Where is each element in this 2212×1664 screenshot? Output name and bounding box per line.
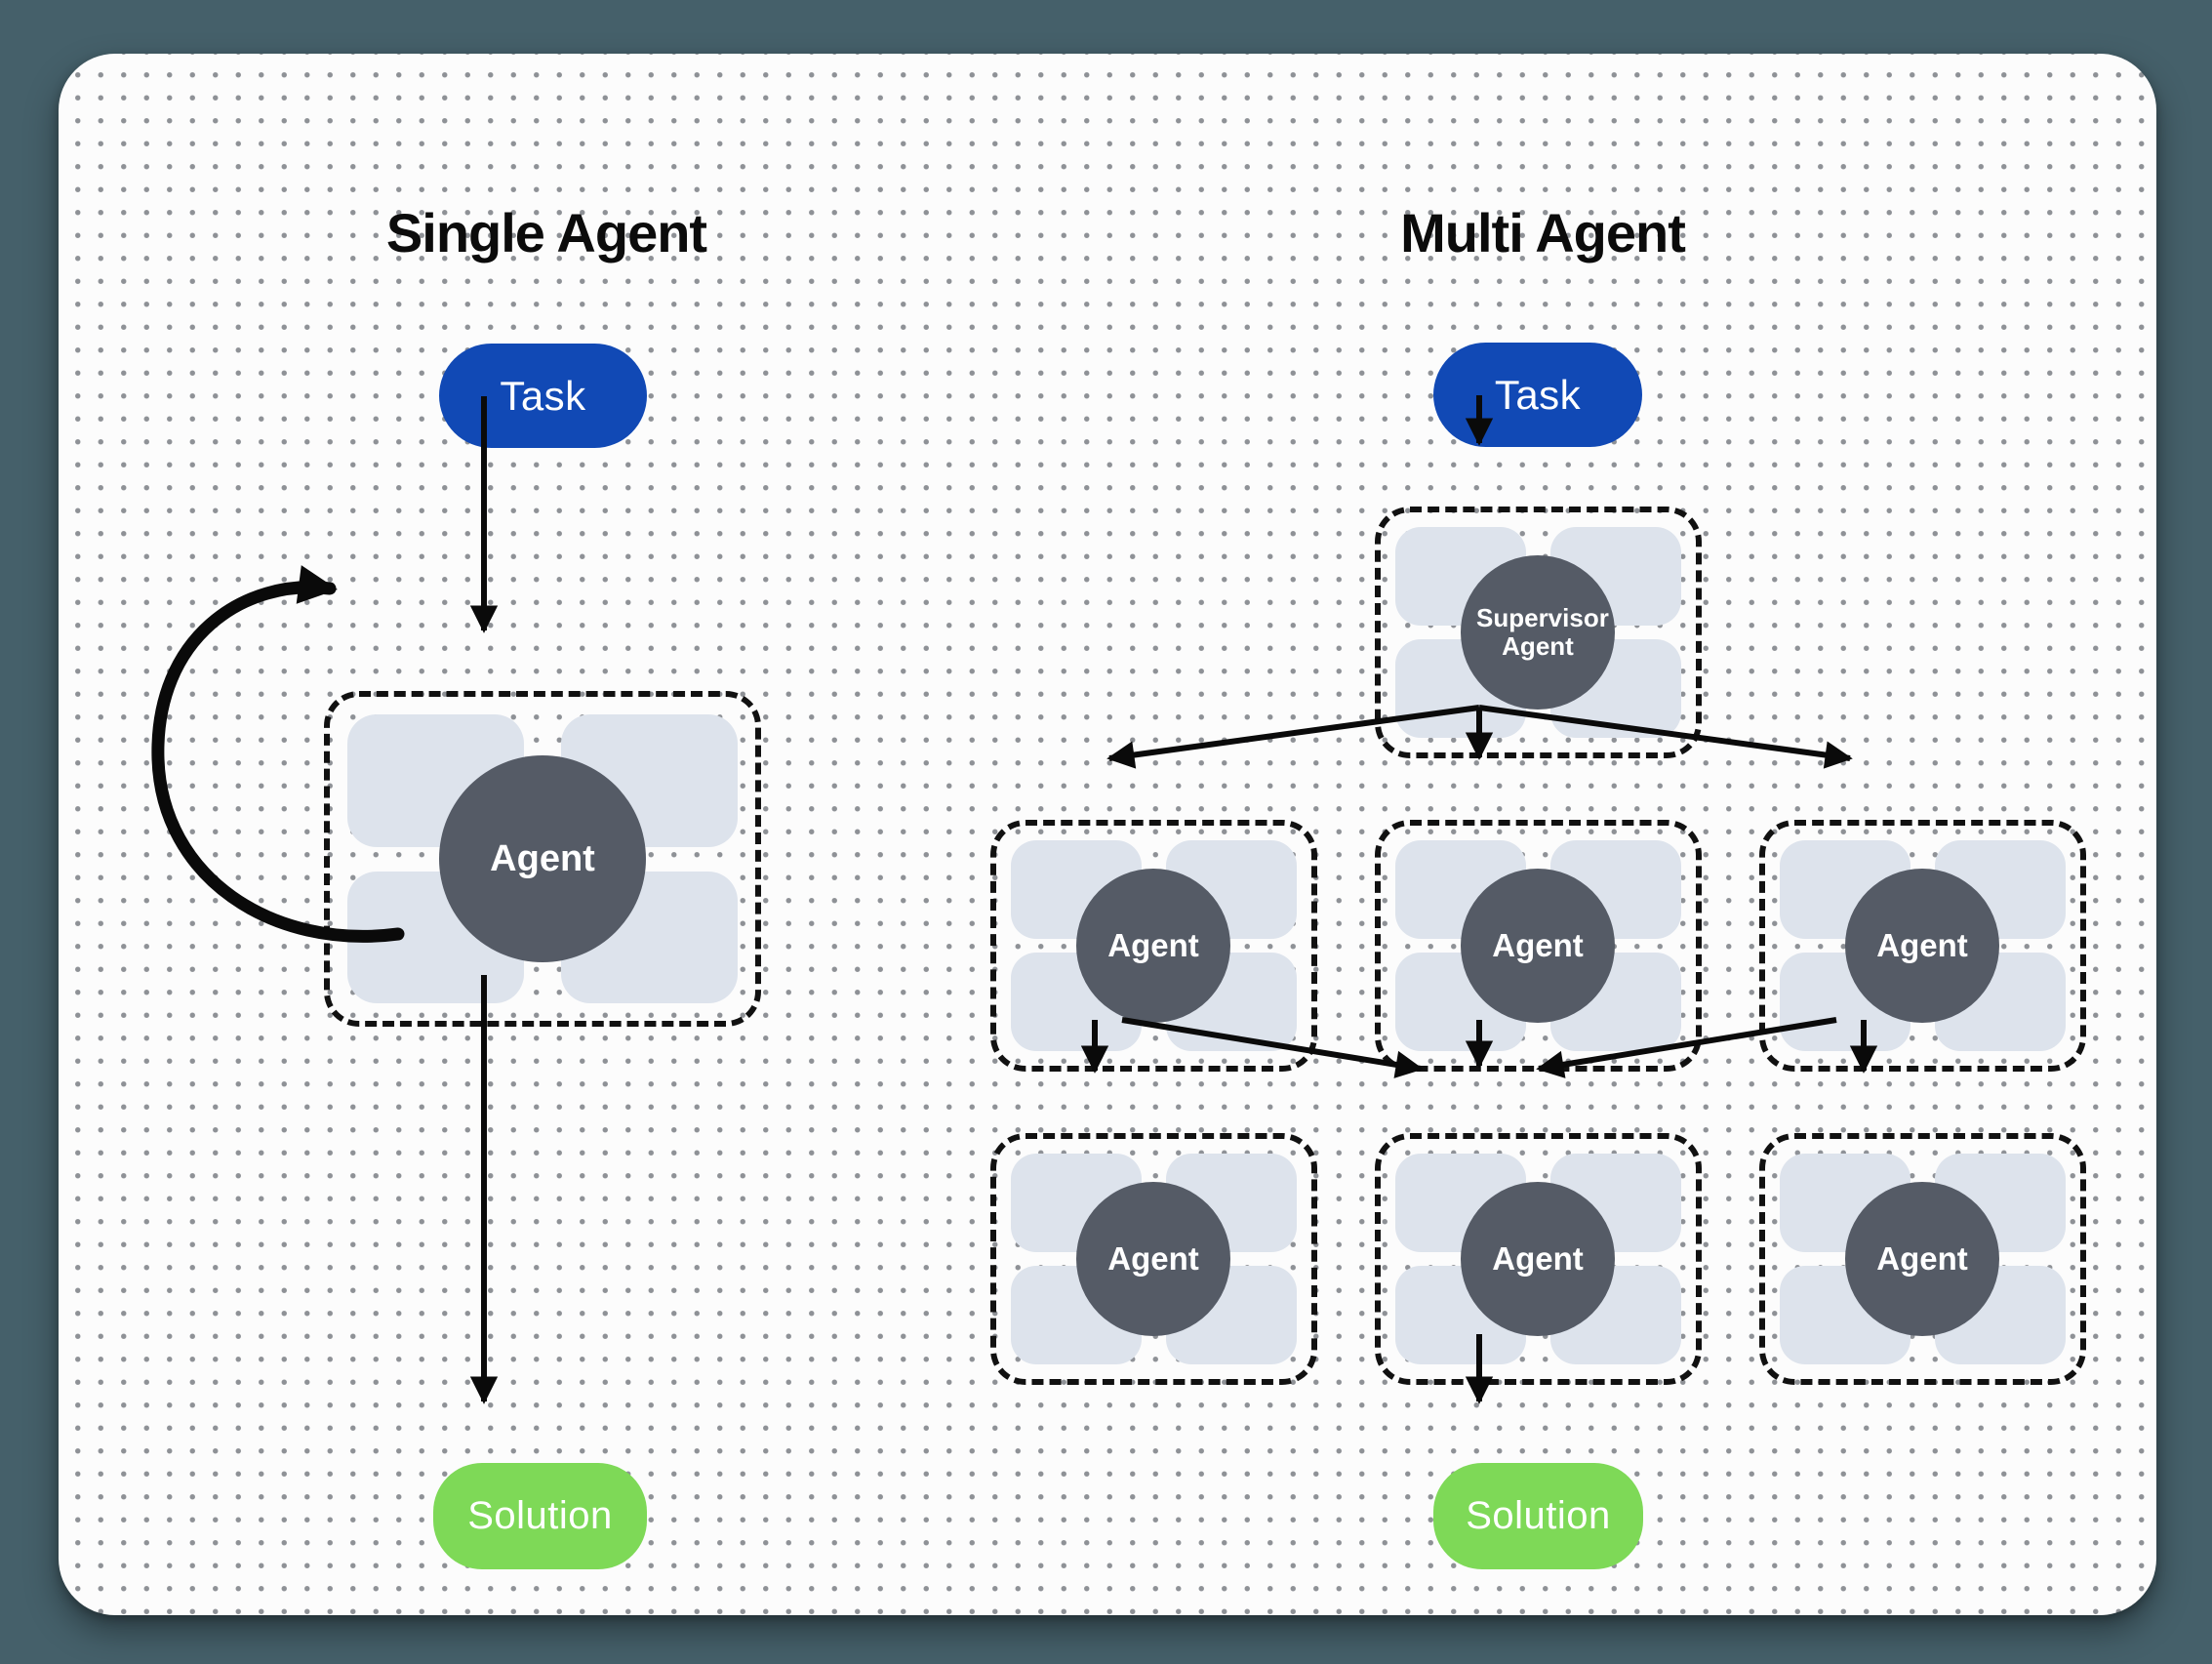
diagram-card: Single Agent Task Agent Solution Multi A… [59, 54, 2156, 1615]
multi-agent-panel: Multi Agent Task Supervisor Agent Agent [59, 54, 2156, 1615]
worker-agent-label: Agent [1876, 927, 1968, 963]
worker-agent-label: Agent [1492, 1240, 1584, 1277]
worker-agent-label: Agent [1492, 927, 1584, 963]
single-agent-label: Agent [490, 837, 595, 879]
worker-agent-circle-r1c2: Agent [1461, 869, 1615, 1023]
single-agent-title: Single Agent [385, 202, 707, 264]
single-agent-circle: Agent [439, 755, 646, 962]
worker-agent-circle-r1c3: Agent [1845, 869, 1999, 1023]
single-solution-label: Solution [467, 1494, 613, 1537]
single-task-pill: Task [439, 344, 647, 448]
multi-solution-pill: Solution [1433, 1463, 1643, 1569]
worker-agent-circle-r2c2: Agent [1461, 1182, 1615, 1336]
supervisor-agent-circle: Supervisor Agent [1461, 555, 1615, 710]
worker-agent-circle-r2c3: Agent [1845, 1182, 1999, 1336]
worker-agent-label: Agent [1107, 927, 1199, 963]
single-solution-pill: Solution [433, 1463, 647, 1569]
multi-task-pill: Task [1433, 343, 1642, 447]
worker-agent-label: Agent [1107, 1240, 1199, 1277]
supervisor-agent-label: Supervisor Agent [1476, 602, 1609, 661]
worker-agent-circle-r2c1: Agent [1076, 1182, 1230, 1336]
multi-solution-label: Solution [1466, 1494, 1611, 1537]
worker-agent-label: Agent [1876, 1240, 1968, 1277]
worker-agent-circle-r1c1: Agent [1076, 869, 1230, 1023]
multi-agent-title: Multi Agent [1400, 202, 1686, 264]
single-task-label: Task [500, 372, 586, 419]
multi-task-label: Task [1494, 371, 1582, 418]
